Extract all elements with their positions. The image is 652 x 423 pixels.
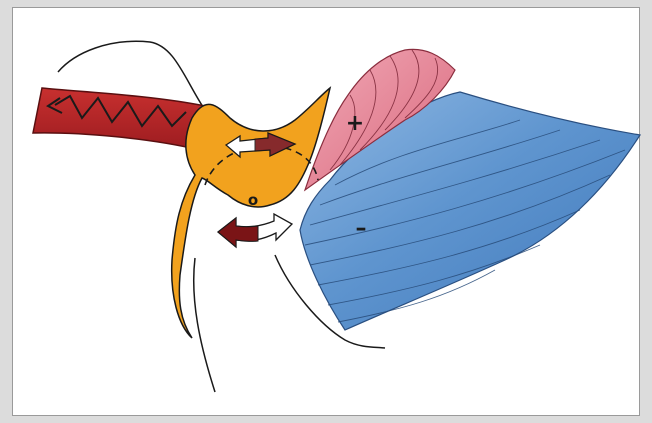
- rotation-arrow-lower-dark: [218, 218, 258, 247]
- plus-sign: +: [346, 111, 364, 136]
- lower-left-outline: [194, 258, 215, 392]
- minus-sign: –: [356, 216, 367, 241]
- pivot-label: o: [248, 191, 258, 209]
